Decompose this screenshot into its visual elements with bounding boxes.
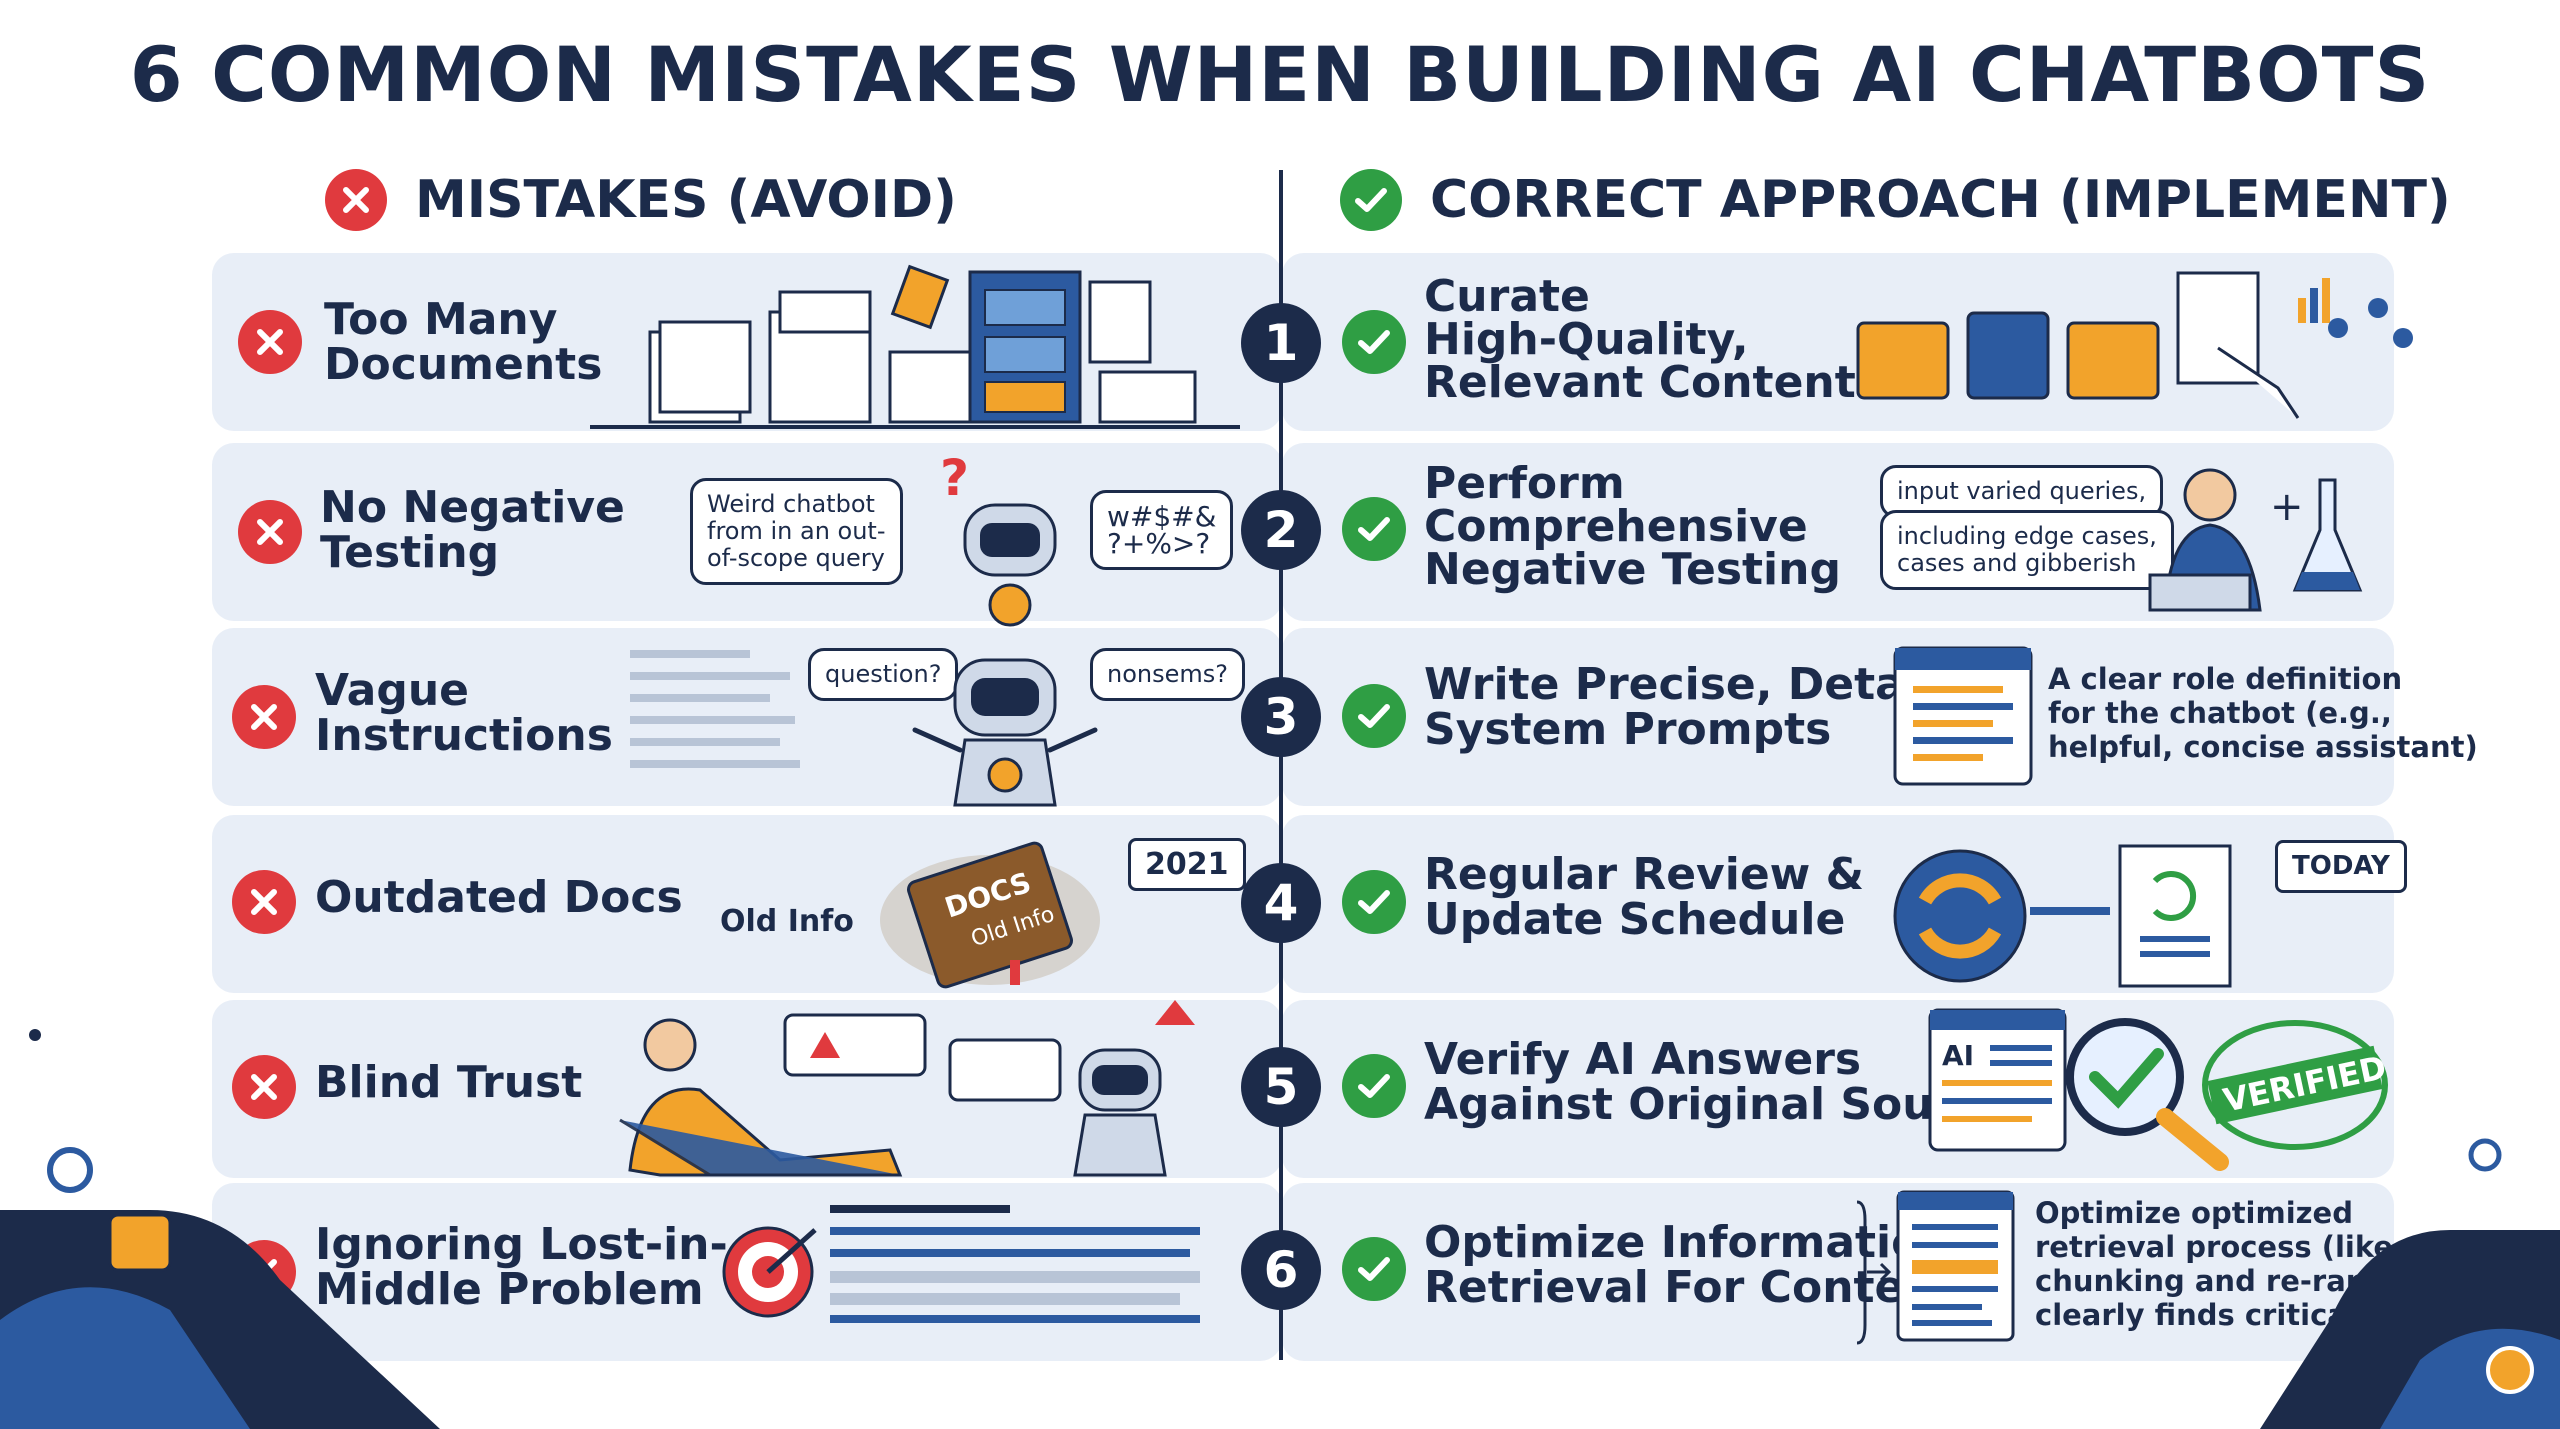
old-info-label: Old Info (720, 904, 854, 939)
fix-label-1: Curate High-Quality, Relevant Content (1424, 271, 1856, 408)
text-lines-icon (830, 1205, 1200, 1323)
mistake-label-5: Blind Trust (315, 1057, 583, 1108)
svg-text:+: + (2270, 484, 2304, 530)
refresh-cycle-icon (1893, 844, 2232, 988)
corner-circuit-right (2260, 1138, 2560, 1429)
check-circle-icon (1342, 1237, 1406, 1301)
fix-label-5: Verify AI Answers Against Original Sourc… (1424, 1034, 2037, 1130)
robot-icon (912, 658, 1098, 807)
x-circle-icon (232, 870, 296, 934)
check-circle-icon (1340, 169, 1402, 231)
calendar-2021: 2021 (1128, 838, 1246, 891)
correct-header-label: CORRECT APPROACH (IMPLEMENT) (1430, 170, 2451, 230)
mistake-label-6: Ignoring Lost-in- Middle Problem (315, 1219, 728, 1315)
gibberish-bubble: w#$#& ?+%>? (1090, 490, 1234, 570)
check-circle-icon (1342, 1054, 1406, 1118)
fix-row-3 (1282, 628, 2394, 806)
step-number-1: 1 (1241, 303, 1321, 383)
blurred-text-lines (630, 650, 800, 768)
mistakes-header: MISTAKES (AVOID) (325, 165, 957, 235)
x-circle-icon (325, 169, 387, 231)
step-number-5: 5 (1241, 1047, 1321, 1127)
step-number-4: 4 (1241, 863, 1321, 943)
chatbot-bubble: Weird chatbot from in an out- of-scope q… (690, 478, 903, 585)
question-bubble: question? (808, 648, 959, 701)
old-book-icon: DOCS Old Info (880, 841, 1100, 989)
mistake-label-1: Too Many Documents (324, 294, 603, 390)
verified-stamp-icon: VERIFIED (2202, 1020, 2389, 1150)
x-circle-icon (232, 685, 296, 749)
mistakes-header-label: MISTAKES (AVOID) (415, 170, 957, 230)
page-title: 6 COMMON MISTAKES WHEN BUILDING AI CHATB… (129, 30, 2431, 119)
retrieval-doc-icon (1896, 1190, 2015, 1342)
mistake-label-3: Vague Instructions (315, 665, 613, 761)
documents-pile-icon (590, 264, 1240, 429)
mistake-label-4: Outdated Docs (315, 872, 683, 923)
step-number-6: 6 (1241, 1230, 1321, 1310)
magnifier-check-icon (2066, 1018, 2229, 1171)
target-icon (722, 1226, 817, 1318)
mistake-label-2: No Negative Testing (320, 482, 625, 578)
nonsense-bubble: nonsems? (1090, 648, 1245, 701)
scientist-flask-icon: + (2148, 468, 2363, 612)
prompt-window-icon (1893, 646, 2033, 786)
relaxed-person-icon (619, 1000, 1195, 1177)
x-circle-icon (232, 1055, 296, 1119)
step-number-2: 2 (1241, 490, 1321, 570)
fix-row-6 (1282, 1183, 2394, 1361)
correct-header: CORRECT APPROACH (IMPLEMENT) (1340, 165, 2451, 235)
x-circle-icon (238, 500, 302, 564)
bracket-arrow-icon (1856, 1200, 1892, 1345)
center-divider (1279, 170, 1283, 1360)
fix-label-3: Write Precise, Detailed System Prompts (1424, 659, 1997, 755)
svg-text:?: ? (940, 449, 969, 507)
calendar-today: TODAY (2275, 840, 2407, 893)
folder-icon (1856, 271, 2413, 419)
robot-icon: ? (940, 449, 1057, 627)
svg-text:AI: AI (1942, 1039, 1974, 1072)
edge-cases-bubble: including edge cases, cases and gibberis… (1880, 510, 2174, 590)
ai-document-icon: AI (1928, 1008, 2067, 1152)
fix-label-4: Regular Review & Update Schedule (1424, 849, 1864, 945)
mistake-row-4 (212, 815, 1282, 993)
check-circle-icon (1342, 497, 1406, 561)
check-circle-icon (1342, 310, 1406, 374)
step-number-3: 3 (1241, 677, 1321, 757)
corner-circuit-left (0, 1029, 440, 1429)
check-circle-icon (1342, 870, 1406, 934)
input-queries-bubble: input varied queries, (1880, 465, 2164, 518)
fix-label-2: Perform Comprehensive Negative Testing (1424, 458, 1841, 595)
check-circle-icon (1342, 684, 1406, 748)
x-circle-icon (238, 310, 302, 374)
role-definition-note: A clear role definition for the chatbot … (2048, 662, 2478, 764)
